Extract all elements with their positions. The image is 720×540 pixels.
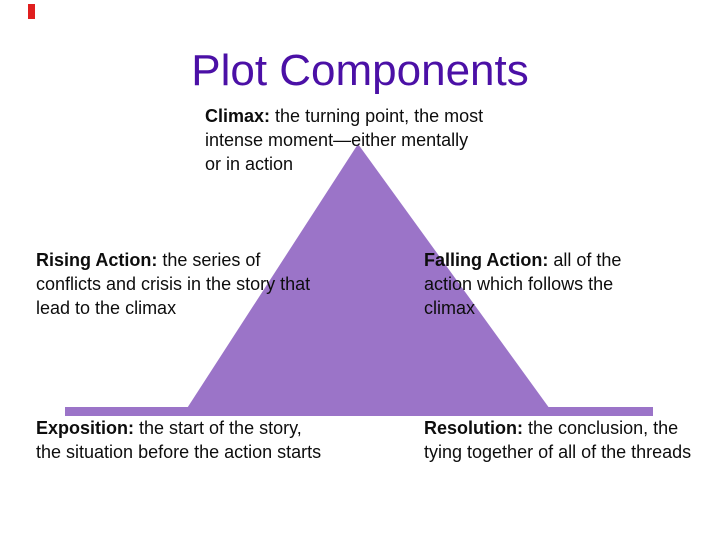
falling-action-label: Falling Action: [424,250,549,270]
climax-desc: the turning point, the most intense mome… [205,106,484,174]
falling-action-desc: all of the action which follows the clim… [424,250,622,318]
triangle-shape [182,144,555,416]
red-accent-mark [28,4,35,19]
rising-action-label: Rising Action: [36,250,158,270]
climax-label: Climax: [205,106,271,126]
resolution-text-block: Resolution: the conclusion, the tying to… [424,416,691,464]
exposition-desc: the start of the story, the situation be… [36,418,322,462]
rising-action-desc: the series of conflicts and crisis in th… [36,250,311,318]
resolution-label: Resolution: [424,418,523,438]
climax-text-block: Climax: the turning point, the most inte… [205,104,483,176]
exposition-text-block: Exposition: the start of the story, the … [36,416,321,464]
rising-action-text-block: Rising Action: the series of conflicts a… [36,248,310,320]
slide-title: Plot Components [191,46,529,95]
exposition-label: Exposition: [36,418,134,438]
resolution-desc: the conclusion, the tying together of al… [424,418,692,462]
falling-action-text-block: Falling Action: all of the action which … [424,248,621,320]
